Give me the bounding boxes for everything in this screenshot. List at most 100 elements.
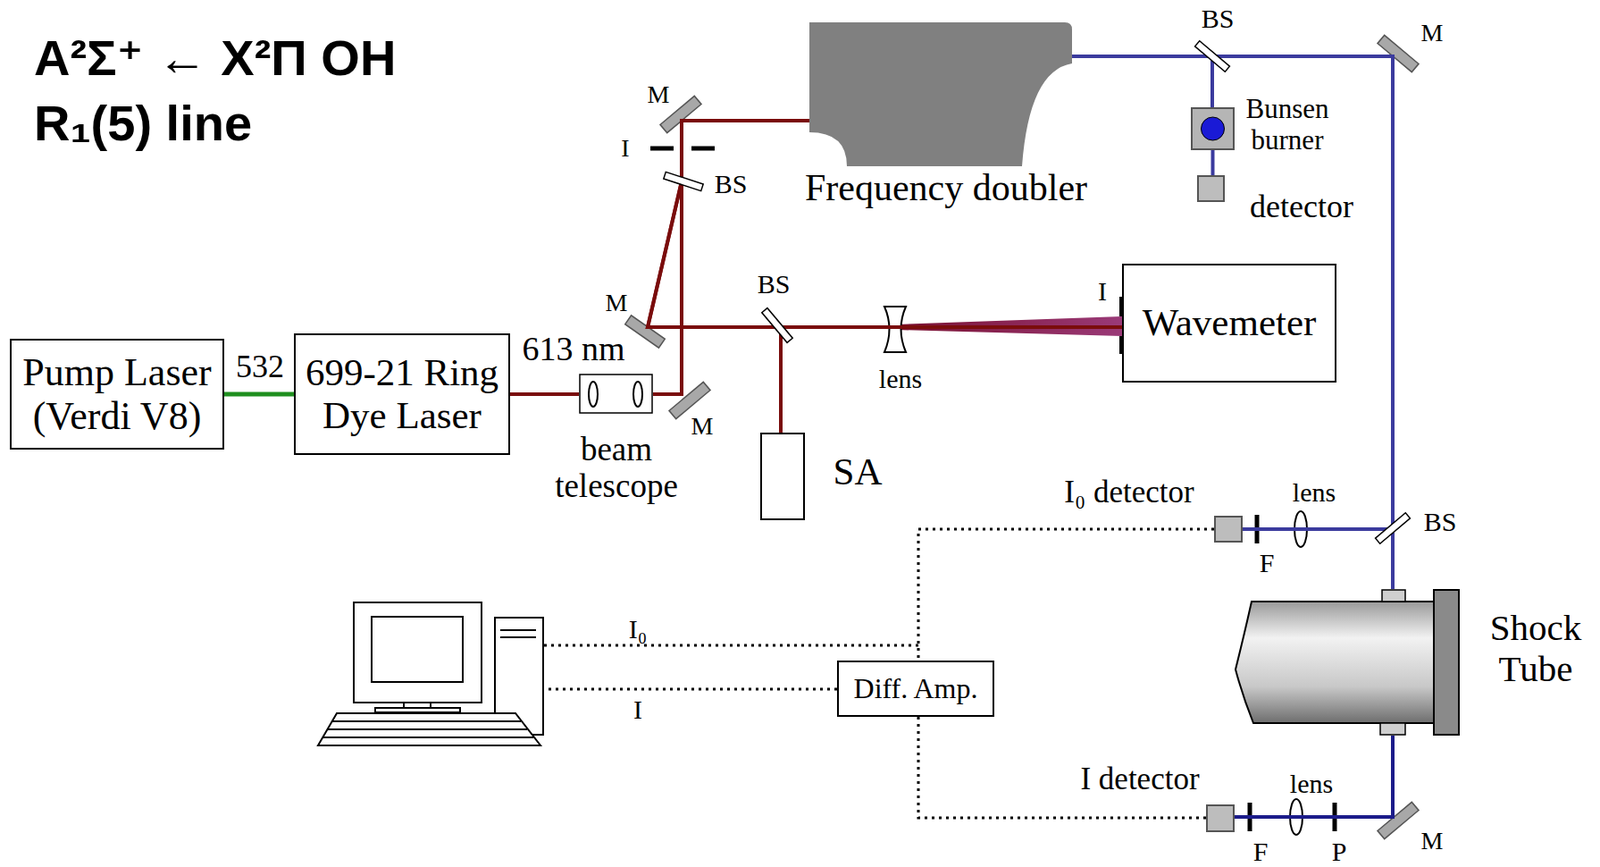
node-label: Pump Laser (Verdi V8): [16, 350, 218, 439]
node-label: Diff. Amp.: [854, 672, 979, 705]
beam-splitter: [1195, 41, 1231, 72]
label-anchor: I: [1097, 276, 1107, 307]
monitor: [353, 602, 482, 703]
plain-shape: [578, 373, 654, 414]
label-anchor: M: [605, 288, 629, 317]
computer: [318, 602, 544, 746]
diagram-title: A²Σ⁺ ← X²Π OH R₁(5) line: [33, 25, 499, 157]
label-anchor: SA: [833, 450, 883, 494]
node-label: Wavemeter: [1142, 301, 1317, 344]
part-label: F: [1253, 836, 1269, 867]
part-label: M: [1421, 18, 1444, 47]
detector-body: [1206, 804, 1234, 831]
part-label: M: [1421, 826, 1444, 855]
node-box: Frequency doubler: [809, 22, 1073, 167]
node-box: Bunsen burner: [1190, 107, 1235, 151]
beam-path: [918, 716, 1207, 818]
label-anchor: lens: [1292, 477, 1336, 508]
mirror: [1377, 34, 1419, 72]
node-box: Pump Laser (Verdi V8): [9, 338, 225, 450]
node-label: Shock Tube: [1490, 607, 1583, 690]
part-label: lens: [1290, 768, 1333, 799]
node-box: I detector: [1206, 804, 1235, 832]
part-label: BS: [757, 268, 791, 300]
telescope-lens: [588, 381, 598, 407]
label-anchor: I: [633, 694, 643, 725]
gray-shape: [1197, 175, 1225, 202]
detector-body: [1214, 516, 1242, 542]
part-label: I: [1097, 276, 1107, 307]
part-label: M: [647, 80, 671, 109]
part-label: BS: [714, 168, 748, 200]
label-anchor: lens: [879, 363, 922, 394]
beam-path: [918, 528, 1215, 661]
label-anchor: I₀: [628, 613, 647, 645]
monitor-screen: [371, 616, 463, 682]
label-anchor: I₀ detector: [1063, 474, 1194, 510]
part-label: M: [605, 288, 629, 317]
keyboard: [318, 712, 541, 746]
part-label: I₀: [628, 613, 647, 645]
iris: [650, 146, 674, 151]
node-box: Wavemeter: [1122, 263, 1337, 383]
node-label: Bunsen burner: [1246, 93, 1330, 156]
part-label: P: [1331, 836, 1348, 867]
label-anchor: lens: [1290, 768, 1333, 799]
analyzer-body: [761, 433, 805, 520]
doubler-body: [809, 22, 1073, 167]
part-label: lens: [1292, 477, 1336, 508]
tube-body: [1235, 601, 1434, 723]
label-anchor: Frequency doubler: [804, 167, 1088, 210]
flame: [1201, 117, 1225, 141]
node-box: Diff. Amp.: [837, 660, 995, 717]
edge-label: 613 nm: [521, 329, 625, 369]
beam-path: [653, 120, 810, 394]
edge-label: 532: [235, 348, 285, 385]
tube-flange: [1433, 589, 1459, 735]
label-anchor: P: [1331, 836, 1348, 867]
node-label: SA: [833, 450, 883, 494]
beam-path: [1072, 56, 1213, 108]
label-anchor: Bunsen burner: [1246, 93, 1330, 156]
label-anchor: I detector: [1080, 761, 1199, 796]
concave-lens: [884, 306, 906, 352]
node-label: detector: [1249, 188, 1354, 225]
node-box: I₀ detector: [1214, 515, 1243, 543]
drive-slot: [500, 636, 537, 638]
beam-path: [1072, 56, 1393, 529]
label-anchor: BS: [1424, 506, 1458, 537]
label-anchor: 532: [235, 348, 285, 385]
monitor-base: [375, 707, 461, 713]
label-anchor: M: [691, 411, 714, 440]
telescope-lens: [633, 381, 643, 407]
burner-housing: [1191, 108, 1234, 150]
part-label: F: [1259, 547, 1275, 579]
part-label: M: [691, 411, 714, 440]
signal-wire: [543, 687, 838, 691]
node-box: SA: [760, 432, 805, 520]
beam-path: [510, 392, 579, 396]
label-anchor: 613 nm: [521, 329, 625, 369]
label-anchor: BS: [757, 268, 791, 300]
node-box: 699-21 Ring Dye Laser: [293, 333, 511, 455]
beam-path: [224, 392, 294, 397]
gray-shape: [1206, 804, 1235, 832]
burner-shape: [1190, 107, 1235, 151]
label-anchor: BS: [1201, 3, 1235, 34]
detector-body: [1197, 175, 1224, 202]
label-anchor: BS: [714, 168, 748, 200]
tube-shape: [1235, 588, 1460, 736]
beam-splitter: [663, 171, 704, 191]
node-label: Frequency doubler: [804, 167, 1088, 210]
node-label: beam telescope: [554, 430, 679, 505]
optical-window: [1382, 589, 1406, 602]
label-anchor: beam telescope: [554, 430, 679, 505]
mirror: [1377, 801, 1419, 838]
part-label: I: [633, 694, 643, 725]
drive-slot: [500, 628, 537, 631]
beam-splitter: [1375, 512, 1411, 544]
label-anchor: F: [1259, 547, 1275, 579]
beam-path: [647, 181, 1123, 394]
keyboard-row: [332, 720, 521, 722]
optical-window: [1380, 722, 1406, 735]
